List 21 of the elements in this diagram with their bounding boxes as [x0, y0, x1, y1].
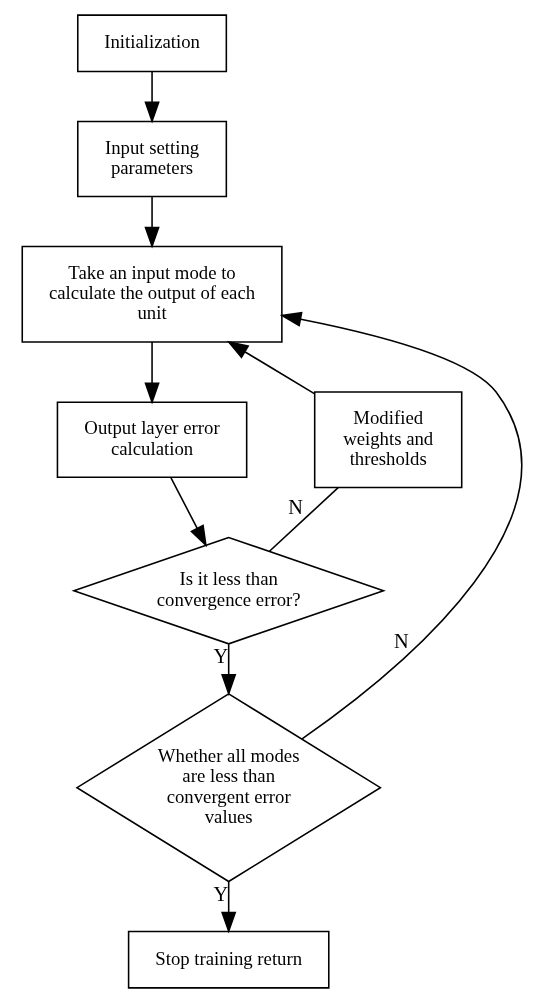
- arrow: [170, 477, 207, 548]
- edge-label: N: [393, 629, 409, 652]
- edge-label: Y: [213, 644, 229, 667]
- node-box: Output layer error calculation: [56, 401, 248, 479]
- connector: [268, 486, 339, 553]
- edge-label: N: [288, 496, 303, 519]
- node-box: Stop training return: [127, 930, 330, 989]
- arrow: [144, 195, 160, 249]
- arrow: [144, 70, 160, 124]
- node-box: Input setting parameters: [77, 120, 228, 198]
- node-box: Modified weights and thresholds: [313, 391, 463, 489]
- edge-label: Y: [213, 882, 229, 905]
- arrow: [279, 311, 522, 740]
- node-box: Initialization: [77, 14, 228, 73]
- node-box: Take an input mode to calculate the output of each unit: [21, 245, 283, 343]
- arrow: [226, 340, 316, 395]
- node-diamond: Whether all modes are less than convergent error values: [75, 692, 382, 883]
- arrow: [144, 341, 160, 405]
- node-diamond: Is it less than convergence error?: [71, 536, 386, 645]
- arrow: [221, 880, 237, 934]
- arrow: [221, 643, 237, 696]
